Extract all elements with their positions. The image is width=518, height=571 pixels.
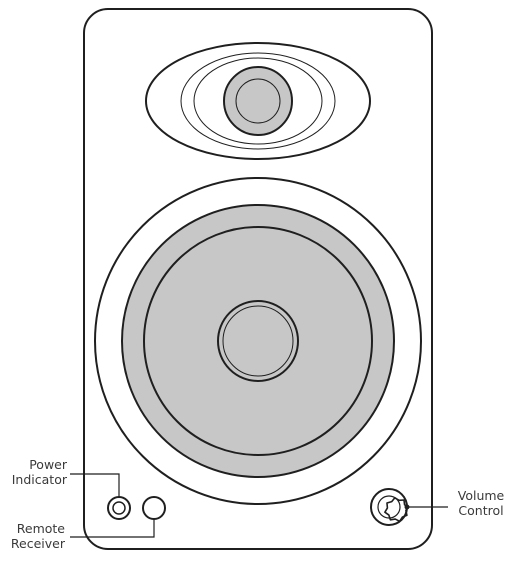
volume-control-leader-dot [404,504,410,510]
power-indicator [107,496,131,520]
volume-control-label-line2: Control [458,503,504,518]
volume-control-label-line1: Volume [457,488,505,503]
woofer-dustcap-inner [222,305,294,377]
woofer [94,177,422,505]
remote-receiver-label: Remote Receiver [11,521,65,551]
power-indicator-label-line1: Power [29,457,67,472]
tweeter-ring-outer [180,52,336,150]
remote-receiver-leader [70,519,155,538]
remote-receiver [142,496,166,520]
power-indicator-leader [70,473,120,497]
volume-control-label: Volume Control [452,488,510,518]
remote-receiver-label-line2: Receiver [10,536,65,551]
power-indicator-label: Power Indicator [12,457,67,487]
tweeter-ring-inner [193,57,323,145]
power-indicator-label-line2: Indicator [11,472,67,487]
remote-receiver-label-line1: Remote [16,521,65,536]
tweeter [145,42,371,160]
tweeter-dome-inner [235,78,281,124]
